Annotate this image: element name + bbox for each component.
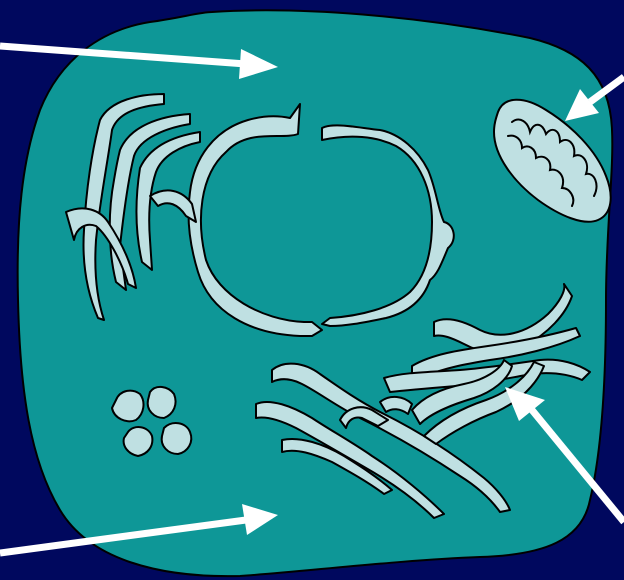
cell-membrane: [18, 10, 613, 576]
